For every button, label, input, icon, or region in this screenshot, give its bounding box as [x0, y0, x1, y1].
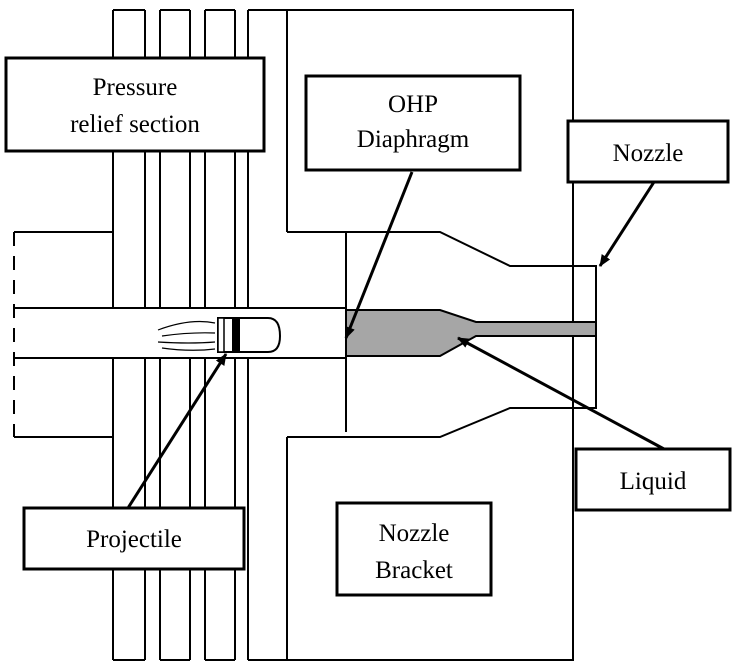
ohp-pointer-arrow — [344, 171, 414, 339]
liquid-fill — [345, 309, 597, 357]
ohp-diaphragm-label: OHP Diaphragm — [304, 74, 522, 172]
projectile-label-text: Projectile — [86, 526, 182, 553]
nozzle-label-text: Nozzle — [613, 140, 684, 167]
pressure-relief-label: Pressure relief section — [4, 56, 266, 153]
liquid-label-text: Liquid — [620, 468, 687, 495]
liquid-label: Liquid — [574, 447, 732, 512]
liquid-pointer-arrow — [457, 336, 665, 451]
nozzle-label: Nozzle — [566, 119, 730, 184]
projectile-pointer-arrow — [126, 353, 228, 509]
nozzle-pointer-arrow — [598, 181, 656, 267]
nozzle-bracket-label: Nozzle Bracket — [335, 501, 493, 597]
projectile-label: Projectile — [22, 506, 246, 571]
bracket-label-line1: Nozzle — [379, 520, 450, 547]
pressure-relief-label-line2: relief section — [70, 111, 200, 138]
ohp-label-line1: OHP — [388, 91, 438, 118]
ohp-label-line2: Diaphragm — [357, 126, 470, 153]
bracket-label-line2: Bracket — [375, 557, 453, 584]
motion-lines — [157, 320, 216, 351]
projectile-shape — [217, 317, 282, 353]
pressure-relief-label-line1: Pressure — [93, 74, 178, 101]
